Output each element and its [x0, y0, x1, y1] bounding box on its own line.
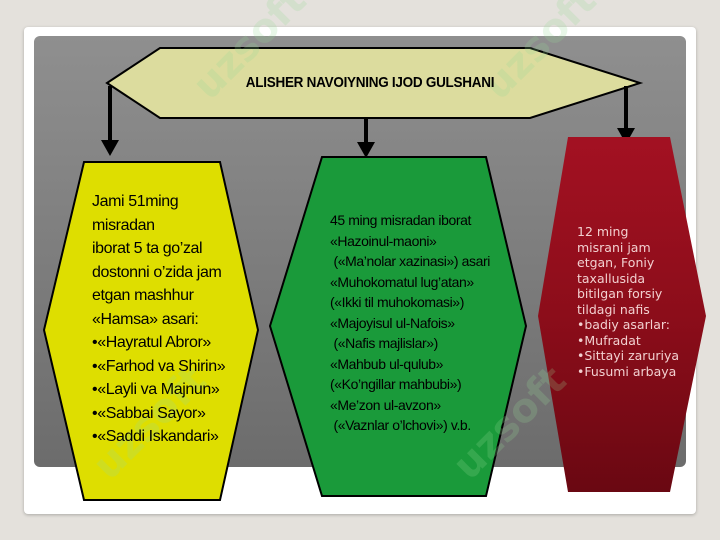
- middle-arrow: [357, 118, 375, 158]
- left-box-line: «Hamsa» asari:: [92, 310, 199, 328]
- title-hexagon: [105, 47, 644, 119]
- right-box-line: etgan, Foniy: [577, 255, 655, 270]
- left-box-line: etgan mashhur: [92, 287, 194, 304]
- left-arrow: [101, 86, 119, 156]
- right-box-bullet: Fusumi arbaya: [577, 364, 697, 380]
- left-box-bullet: «Sabbai Sayor»: [92, 402, 252, 426]
- diagram-title: ALISHER NAVOIYNING IJOD GULSHANI: [245, 74, 495, 91]
- middle-box-line: «Muhokomatul lug’atan»: [330, 273, 474, 290]
- right-box-bullet: Mufradat: [577, 333, 697, 349]
- left-box-line: misradan: [92, 216, 155, 234]
- right-box-bullet: badiy asarlar:: [577, 317, 697, 333]
- right-arrow: [617, 86, 635, 144]
- left-box-bullet: «Farhod va Shirin»: [92, 355, 252, 379]
- middle-box-text: 45 ming misradan iborat «Hazoinul-maoni»…: [330, 210, 520, 436]
- right-box-line: misrani jam: [577, 239, 651, 255]
- middle-box-line: «Me’zon ul-avzon»: [330, 396, 441, 413]
- left-box-bullet: «Layli va Majnun»: [92, 378, 252, 402]
- left-box-bullet: «Saddi Iskandari»: [92, 425, 252, 449]
- middle-box-line: («Ma’nolar xazinasi») asari: [330, 253, 490, 269]
- middle-box-line: «Mahbub ul-qulub»: [330, 355, 444, 372]
- right-box-line: taxallusida: [577, 270, 646, 286]
- right-box-line: bitilgan forsiy: [577, 286, 663, 301]
- right-box-text: 12 ming misrani jam etgan, Foniy taxallu…: [577, 224, 697, 379]
- middle-hexagon: [268, 156, 528, 497]
- left-box-text: Jami 51ming misradan iborat 5 ta go’zal …: [92, 190, 252, 449]
- middle-box-line: («Nafis majlislar»): [330, 335, 438, 351]
- right-hexagon: [538, 137, 706, 492]
- right-box-line: tildagi nafis: [577, 301, 650, 317]
- middle-box-line: «Hazoinul-maoni»: [330, 232, 437, 249]
- middle-box-line: («Ikki til muhokomasi»): [330, 294, 464, 310]
- right-box-line: 12 ming: [577, 224, 629, 239]
- left-box-line: dostonni o’zida jam: [92, 263, 222, 281]
- middle-box-line: («Ko’ngillar mahbubi»): [330, 376, 462, 392]
- left-box-line: Jami 51ming: [92, 193, 179, 210]
- middle-box-line: «Majoyisul ul-Nafois»: [330, 314, 455, 331]
- left-box-bullet: «Hayratul Abror»: [92, 331, 252, 355]
- middle-box-line: («Vaznlar o’lchovi») v.b.: [330, 417, 471, 433]
- right-box-bullet: Sittayi zaruriya: [577, 348, 697, 364]
- middle-box-line: 45 ming misradan iborat: [330, 212, 471, 228]
- left-box-line: iborat 5 ta go’zal: [92, 240, 203, 257]
